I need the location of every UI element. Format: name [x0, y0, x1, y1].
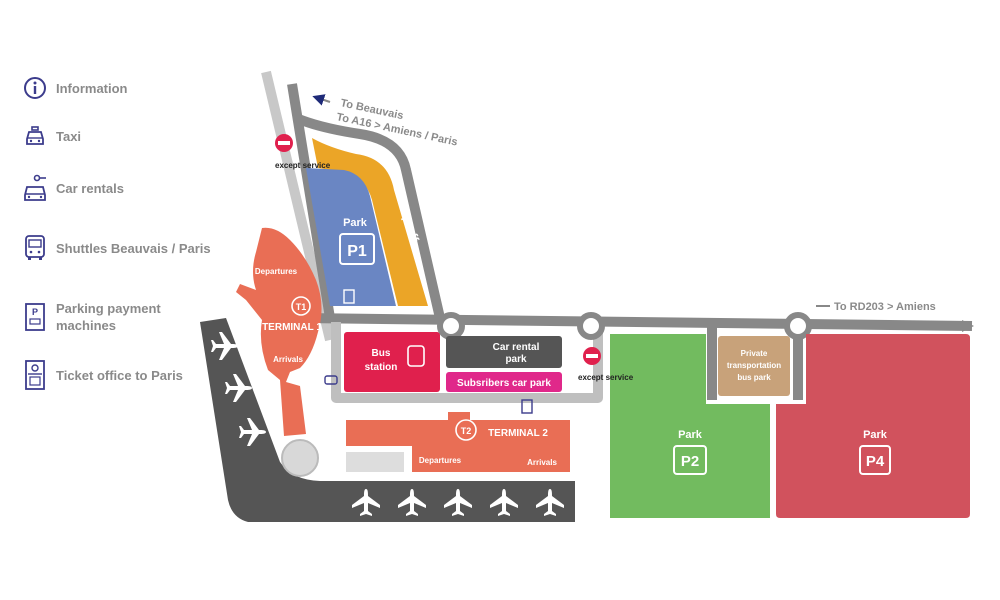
bus-station-line1: Bus: [372, 348, 391, 359]
legend-label: Shuttles Beauvais / Paris: [56, 240, 211, 256]
ticket-office-icon: [22, 360, 48, 390]
t2-badge-text: T2: [461, 426, 472, 436]
runway-apron: [200, 318, 575, 522]
terminal-2-area: [346, 412, 570, 472]
terminal-1-area: [236, 227, 322, 436]
private-line1: Private: [741, 349, 768, 358]
p1-sign: [339, 233, 375, 265]
car-rental-line2: park: [505, 354, 527, 365]
private-line3: bus park: [737, 373, 771, 382]
p1-code: P1: [347, 243, 367, 260]
subscribers-label: Subsribers car park: [457, 378, 551, 389]
p4-park-label: Park: [863, 429, 888, 441]
except-service-1: except service: [275, 161, 331, 170]
legend-label: Ticket office to Paris: [56, 367, 183, 383]
legend-label: Information: [56, 80, 128, 96]
dropoff-area: [312, 138, 428, 306]
no-entry-icon: [583, 347, 601, 365]
p2-code: P2: [681, 453, 699, 470]
legend-item-taxi: Taxi: [22, 123, 216, 149]
legend-label: Taxi: [56, 128, 82, 144]
legend-item-car-rentals: Car rentals: [22, 174, 216, 201]
p4-area: [776, 334, 970, 518]
parking-meter-icon: [521, 399, 533, 414]
car-rental-park-area: [446, 336, 562, 368]
map-legend: Information Taxi Car rentals Shuttles Be…: [0, 0, 230, 600]
p1-area: [306, 168, 396, 306]
legend-label: Parking payment machines: [56, 301, 161, 333]
parking-meter-icon: [343, 289, 355, 304]
p1-park-label: Park: [343, 217, 368, 229]
t2-badge: [455, 419, 477, 441]
bus-icon: [22, 235, 48, 261]
parking-meter-icon: P: [22, 303, 48, 331]
p2-area: [610, 334, 770, 518]
road-end-arrow: [962, 320, 974, 332]
t2-departures: Departures: [419, 456, 462, 465]
p2-park-label: Park: [678, 429, 703, 441]
p4-sign: [859, 445, 891, 475]
building-round: [281, 439, 319, 477]
p2-sign: [673, 445, 707, 475]
roundabouts: [437, 312, 812, 340]
legend-item-parking-payment: P Parking payment machines: [22, 300, 216, 334]
t1-arrivals: Arrivals: [273, 355, 303, 364]
except-service-2: except service: [578, 373, 634, 382]
legend-item-shuttles: Shuttles Beauvais / Paris: [22, 235, 216, 261]
private-bus-park-area: [718, 336, 790, 396]
t1-badge-text: T1: [296, 302, 307, 312]
t2-arrivals: Arrivals: [527, 458, 557, 467]
car-rental-icon: [22, 174, 48, 201]
bus-station-line2: station: [365, 362, 398, 373]
t1-departures: Departures: [255, 267, 298, 276]
legend-label: Car rentals: [56, 180, 124, 196]
to-rd203: To RD203 > Amiens: [834, 301, 936, 313]
private-line2: transportation: [727, 361, 781, 370]
subscribers-area: [446, 372, 562, 392]
p4-code: P4: [866, 453, 885, 470]
bus-icon: [407, 345, 425, 367]
t1-badge: [291, 296, 311, 316]
car-rental-line1: Car rental: [493, 342, 540, 353]
terminal-2-annex: [346, 452, 404, 472]
t1-name: TERMINAL 1: [262, 322, 322, 333]
t2-name: TERMINAL 2: [488, 428, 548, 439]
no-entry-icon: [275, 134, 293, 152]
legend-item-information: Information: [22, 75, 216, 101]
bus-station-area: [344, 332, 440, 392]
taxi-icon: [324, 375, 338, 385]
svg-text:P: P: [32, 307, 38, 317]
taxi-icon: [22, 123, 48, 149]
info-icon: [22, 75, 48, 101]
legend-item-ticket-office: Ticket office to Paris: [22, 360, 216, 390]
